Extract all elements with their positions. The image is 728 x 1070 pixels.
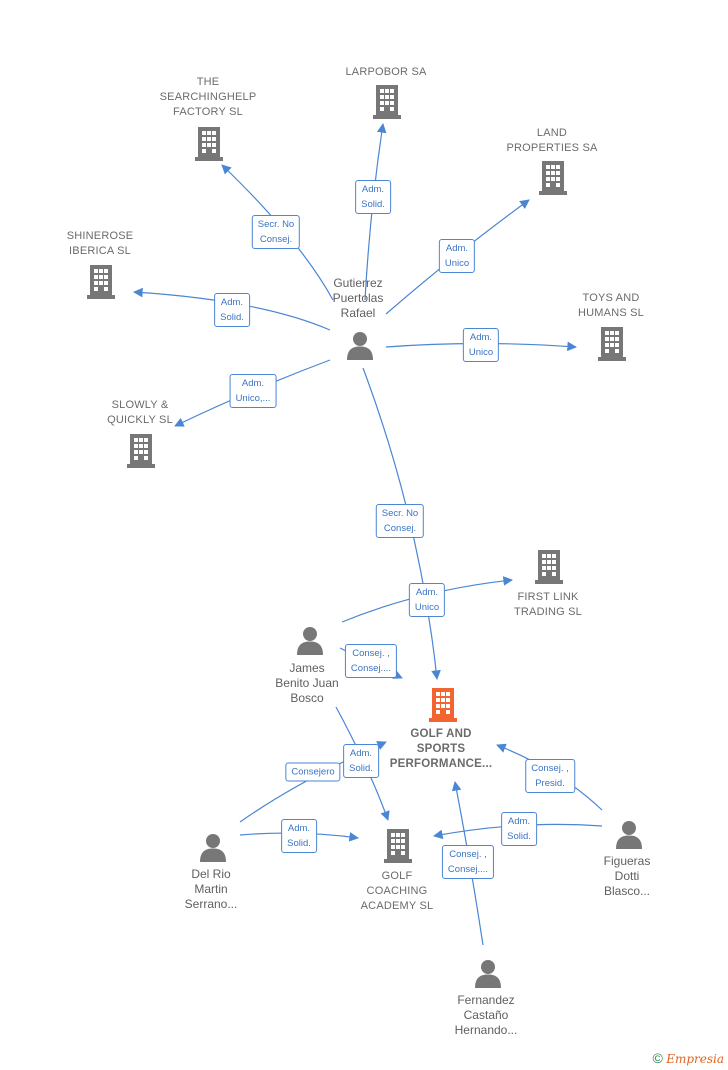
person-name-delrio[interactable]: Del Rio Martin Serrano... [184, 867, 238, 911]
person-icon-figueras[interactable] [616, 821, 642, 849]
company-name-land[interactable]: LAND PROPERTIES SA [506, 127, 598, 154]
edge-label-gutierrez-searching[interactable]: Secr. No Consej. [251, 215, 301, 249]
person-name-figueras[interactable]: Figueras Dotti Blasco... [603, 854, 651, 898]
edge-label-james-golfsports[interactable]: Consej. , Consej.... [344, 644, 398, 678]
person-icon-delrio[interactable] [200, 834, 226, 862]
edge-label-gutierrez-toys[interactable]: Adm. Unico [462, 328, 500, 362]
edge-label-delrio-golfsports[interactable]: Consejero [285, 762, 341, 782]
footer-brand: © Empresia [653, 1050, 724, 1066]
edge-label-fernandez-golfsports[interactable]: Consej. , Consej.... [441, 845, 495, 879]
person-name-fernandez[interactable]: Fernandez Castaño Hernando... [454, 993, 518, 1037]
edge-label-delrio-golfcoach[interactable]: Adm. Solid. [281, 819, 317, 853]
edge-label-gutierrez-larpobor[interactable]: Adm. Solid. [355, 180, 391, 214]
edge-label-james-golfcoach[interactable]: Adm. Solid. [343, 744, 379, 778]
company-name-larpobor[interactable]: LARPOBOR SA [345, 66, 427, 78]
person-icon-gutierrez[interactable] [347, 332, 373, 360]
edge-label-gutierrez-shinerose[interactable]: Adm. Solid. [214, 293, 250, 327]
person-icon-james[interactable] [297, 627, 323, 655]
building-icon-firstlink[interactable] [535, 550, 563, 584]
building-icon-land[interactable] [539, 161, 567, 195]
building-icon-golfsports[interactable] [429, 688, 457, 722]
edge-label-gutierrez-golfsports[interactable]: Secr. No Consej. [375, 504, 425, 538]
company-name-shinerose[interactable]: SHINEROSE IBERICA SL [66, 230, 134, 257]
edge-label-figueras-golfcoach[interactable]: Adm. Solid. [501, 812, 537, 846]
person-icon-fernandez[interactable] [475, 960, 501, 988]
building-icon-golfcoach[interactable] [384, 829, 412, 863]
company-name-golfsports[interactable]: GOLF AND SPORTS PERFORMANCE... [389, 728, 493, 770]
copyright-icon: © [652, 1050, 663, 1066]
edge-label-gutierrez-land[interactable]: Adm. Unico [438, 239, 476, 273]
company-name-firstlink[interactable]: FIRST LINK TRADING SL [513, 591, 583, 618]
brand-name: Empresia [666, 1052, 724, 1066]
company-name-toys[interactable]: TOYS AND HUMANS SL [578, 292, 644, 319]
company-name-golfcoach[interactable]: GOLF COACHING ACADEMY SL [360, 870, 434, 912]
building-icon-larpobor[interactable] [373, 85, 401, 119]
person-name-james[interactable]: James Benito Juan Bosco [275, 661, 339, 705]
edge-label-figueras-golfsports[interactable]: Consej. , Presid. [525, 759, 575, 793]
building-icon-shinerose[interactable] [87, 265, 115, 299]
company-name-slowly[interactable]: SLOWLY & QUICKLY SL [107, 399, 173, 426]
building-icon-slowly[interactable] [127, 434, 155, 468]
company-name-searching[interactable]: THE SEARCHINGHELP FACTORY SL [159, 76, 257, 118]
building-icon-toys[interactable] [598, 327, 626, 361]
edge-label-gutierrez-slowly[interactable]: Adm. Unico,... [229, 374, 277, 408]
building-icon-searching[interactable] [195, 127, 223, 161]
edge-label-james-firstlink[interactable]: Adm. Unico [408, 583, 446, 617]
person-name-gutierrez[interactable]: Gutierrez Puertolas Rafael [332, 276, 384, 320]
